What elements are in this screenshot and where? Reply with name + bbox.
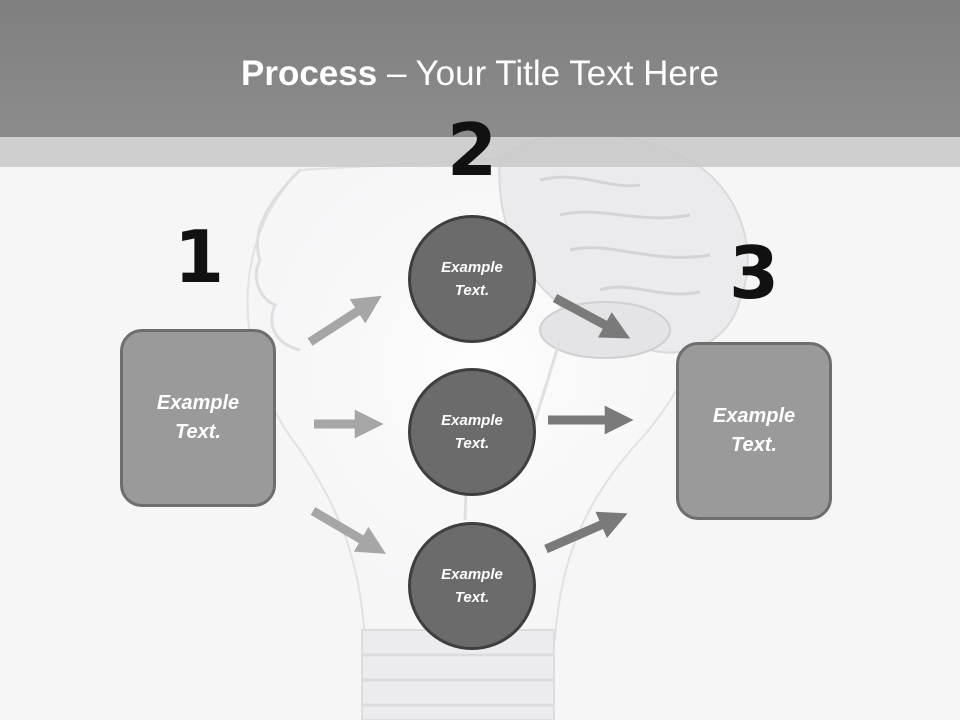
left-box-line1: Example bbox=[156, 392, 240, 414]
step-number-3: 3 bbox=[728, 231, 780, 315]
slide-title-rest: – Your Title Text Here bbox=[377, 54, 719, 93]
left-box-line2: Text. bbox=[175, 421, 221, 443]
circle-line1: Example bbox=[441, 412, 503, 429]
right-step-box[interactable]: Example Text. bbox=[676, 342, 832, 520]
circle-line1: Example bbox=[441, 566, 503, 583]
circle-line2: Text. bbox=[454, 435, 490, 452]
step-number-1: 1 bbox=[173, 215, 225, 299]
slide-title-bold: Process bbox=[241, 54, 378, 93]
title-strip bbox=[0, 137, 960, 167]
bottom-step-circle[interactable]: Example Text. bbox=[408, 522, 536, 650]
slide-title: Process – Your Title Text Here bbox=[0, 52, 960, 96]
circle-line1: Example bbox=[441, 259, 503, 276]
top-step-circle[interactable]: Example Text. bbox=[408, 215, 536, 343]
middle-step-circle[interactable]: Example Text. bbox=[408, 368, 536, 496]
right-box-line1: Example bbox=[712, 405, 796, 427]
right-box-line2: Text. bbox=[731, 434, 777, 456]
left-step-box[interactable]: Example Text. bbox=[120, 329, 276, 507]
step-number-2: 2 bbox=[446, 108, 498, 192]
title-band bbox=[0, 0, 960, 137]
circle-line2: Text. bbox=[454, 282, 490, 299]
circle-line2: Text. bbox=[454, 589, 490, 606]
